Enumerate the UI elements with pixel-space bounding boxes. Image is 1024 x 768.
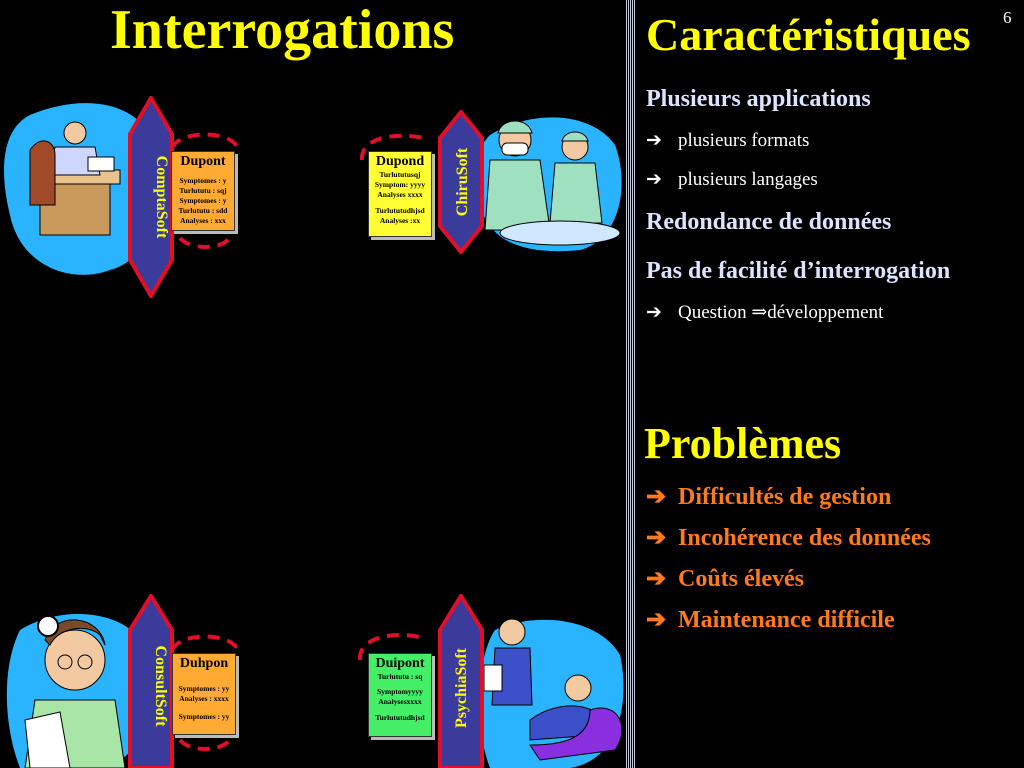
problem-item: ➔ Coûts élevés (646, 564, 804, 593)
patient-card-dupont: Dupont Symptomes : y Turlututu : sqj Sym… (171, 151, 235, 231)
comptasoft-illustration (4, 103, 158, 275)
psychiasoft-label: PsychiaSoft (453, 647, 470, 728)
card-name: Dupont (180, 154, 226, 169)
problem-item: ➔ Difficultés de gestion (646, 482, 891, 511)
card-line: Symptomes : yy (178, 684, 230, 693)
panel-separator (626, 0, 636, 768)
chirusoft-label: ChiruSoft (454, 147, 471, 216)
card-line: Symptomyyyy (377, 687, 423, 696)
card-line: Analysesxxxx (378, 697, 422, 706)
bullet-text: plusieurs langages (678, 169, 818, 190)
surgeons-clipart-icon (484, 120, 621, 246)
comptasoft-banner: ComptaSoft (128, 96, 174, 298)
consultsoft-banner: ConsultSoft (128, 594, 174, 768)
problem-text: Maintenance difficile (678, 607, 895, 633)
card-line: Turlututu : sdd (178, 206, 228, 215)
right-arrow-icon: ➔ (646, 169, 662, 190)
section-heading: Pas de facilité d’interrogation (646, 258, 951, 284)
card-line: Symptom: yyyy (374, 180, 426, 189)
card-line: Turlututu : sqj (179, 186, 227, 195)
problem-text: Coûts élevés (678, 566, 804, 592)
card-name: Duhpon (179, 656, 229, 671)
bullet-item: ➔ plusieurs langages (646, 168, 818, 191)
card-name: Dupond (375, 154, 425, 169)
doctor-clipart-icon (24, 615, 126, 768)
patient-card-duhpon: Duhpon Symptomes : yy Analyses : xxxx Sy… (172, 653, 236, 735)
problem-item: ➔ Incohérence des données (646, 523, 931, 552)
dashed-ellipse-icon (359, 133, 425, 161)
card-line: Analyses xxxx (377, 190, 423, 199)
right-arrow-icon: ➔ (646, 607, 667, 633)
card-line: Turlututudhjsd (375, 713, 425, 722)
card-line: Analyses : xxx (180, 216, 226, 225)
dashed-ellipse-icon (170, 132, 240, 249)
dashed-ellipse-icon (357, 633, 425, 661)
card-line: Symptomes : y (179, 176, 227, 185)
consultsoft-label: ConsultSoft (152, 646, 169, 728)
psychiatrist-clipart-icon (483, 618, 623, 761)
card-line: Analyses :xx (379, 216, 421, 225)
psychiasoft-illustration (479, 618, 624, 768)
right-arrow-icon: ➔ (646, 525, 667, 551)
bullet-item: ➔ plusieurs formats (646, 129, 809, 152)
page-number: 6 (1003, 8, 1012, 27)
bullet-item: ➔ Question ⇒développement (646, 301, 883, 324)
card-line: Symptomes : yy (178, 712, 230, 721)
chirusoft-banner: ChiruSoft (438, 110, 484, 254)
card-line: Turlututu : sq (377, 672, 423, 681)
section-heading: Plusieurs applications (646, 86, 871, 112)
problems-title: Problèmes (644, 419, 842, 468)
bullet-text: plusieurs formats (678, 130, 810, 151)
problem-text: Incohérence des données (678, 525, 931, 551)
chirusoft-illustration (474, 117, 622, 252)
left-title: Interrogations (110, 0, 455, 61)
right-arrow-icon: ➔ (646, 484, 667, 510)
dashed-ellipse-icon (170, 634, 240, 751)
accountant-clipart-icon (29, 121, 121, 236)
comptasoft-label: ComptaSoft (153, 156, 170, 239)
card-line: Turlututudhjsd (375, 206, 425, 215)
section-heading: Redondance de données (646, 209, 892, 235)
psychiasoft-banner: PsychiaSoft (438, 594, 484, 768)
problem-item: ➔ Maintenance difficile (646, 605, 895, 634)
problem-text: Difficultés de gestion (678, 484, 892, 510)
bullet-text: Question ⇒développement (678, 302, 884, 323)
card-line: Turlututusqj (379, 170, 421, 179)
card-line: Analyses : xxxx (179, 694, 229, 703)
consultsoft-illustration (6, 613, 150, 768)
card-line: Symptomes : y (179, 196, 227, 205)
right-title: Caractéristiques (646, 9, 971, 60)
right-arrow-icon: ➔ (646, 302, 662, 323)
patient-card-duipont: Duipont Turlututu : sq Symptomyyyy Analy… (368, 653, 432, 737)
card-name: Duipont (375, 656, 425, 671)
right-arrow-icon: ➔ (646, 566, 667, 592)
right-arrow-icon: ➔ (646, 130, 662, 151)
patient-card-dupond: Dupond Turlututusqj Symptom: yyyy Analys… (368, 151, 432, 237)
